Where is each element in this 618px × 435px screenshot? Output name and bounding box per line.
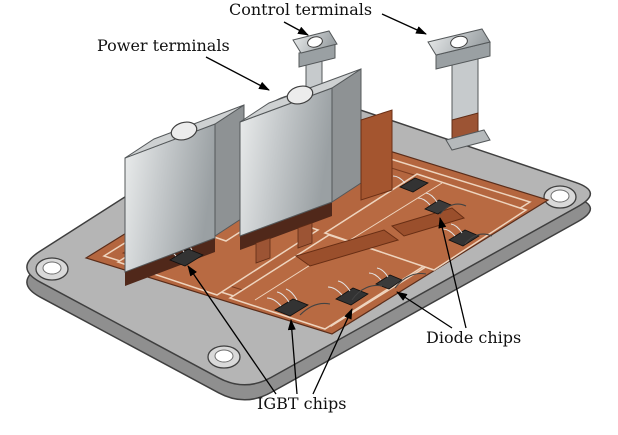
copper-busbar-1 — [294, 229, 400, 267]
terminal-joints — [125, 202, 332, 286]
control-left-hole — [307, 36, 323, 48]
arrow-diode-2 — [438, 217, 467, 329]
chip-extra-1 — [448, 229, 480, 247]
control-right-hole — [450, 35, 468, 49]
label-diode-chips: Diode chips — [426, 328, 522, 347]
label-control-terminals: Control terminals — [229, 0, 373, 19]
arrow-control-right — [381, 13, 427, 35]
arrow-power-terminals — [205, 56, 270, 91]
power-right-copper-bus — [360, 109, 393, 201]
mounting-hole-left — [35, 257, 69, 281]
copper-busbar-2 — [390, 207, 466, 237]
arrow-control-left — [283, 21, 309, 36]
bond-wires-dark — [299, 203, 493, 316]
mounting-hole-right — [543, 185, 577, 209]
power-left-hole — [170, 121, 198, 141]
arrow-igbt-1 — [187, 265, 277, 395]
label-power-terminals: Power terminals — [97, 36, 230, 55]
power-right-hole — [286, 85, 314, 105]
igbt-chip-2 — [274, 298, 309, 317]
arrow-igbt-3 — [312, 308, 353, 395]
copper-leg-1 — [255, 237, 271, 264]
annotation-arrows — [187, 13, 467, 395]
power-terminal-left — [124, 104, 245, 273]
control-right-foot — [445, 129, 491, 151]
control-terminal-right — [427, 28, 491, 151]
chip-extra-2 — [399, 177, 429, 193]
label-igbt-chips: IGBT chips — [257, 394, 347, 413]
igbt-chip-3 — [335, 287, 369, 306]
terminal-shadow-right — [240, 202, 332, 250]
mounting-hole-bottom — [207, 345, 241, 369]
arrow-igbt-2 — [287, 319, 298, 395]
chips — [161, 175, 493, 317]
terminal-shadow-left — [125, 238, 215, 286]
power-right-side-face — [331, 68, 362, 203]
power-terminal-right — [239, 68, 393, 237]
copper-leg-2 — [297, 222, 313, 249]
igbt-chip-1 — [169, 248, 204, 267]
arrow-diode-1 — [396, 291, 453, 329]
